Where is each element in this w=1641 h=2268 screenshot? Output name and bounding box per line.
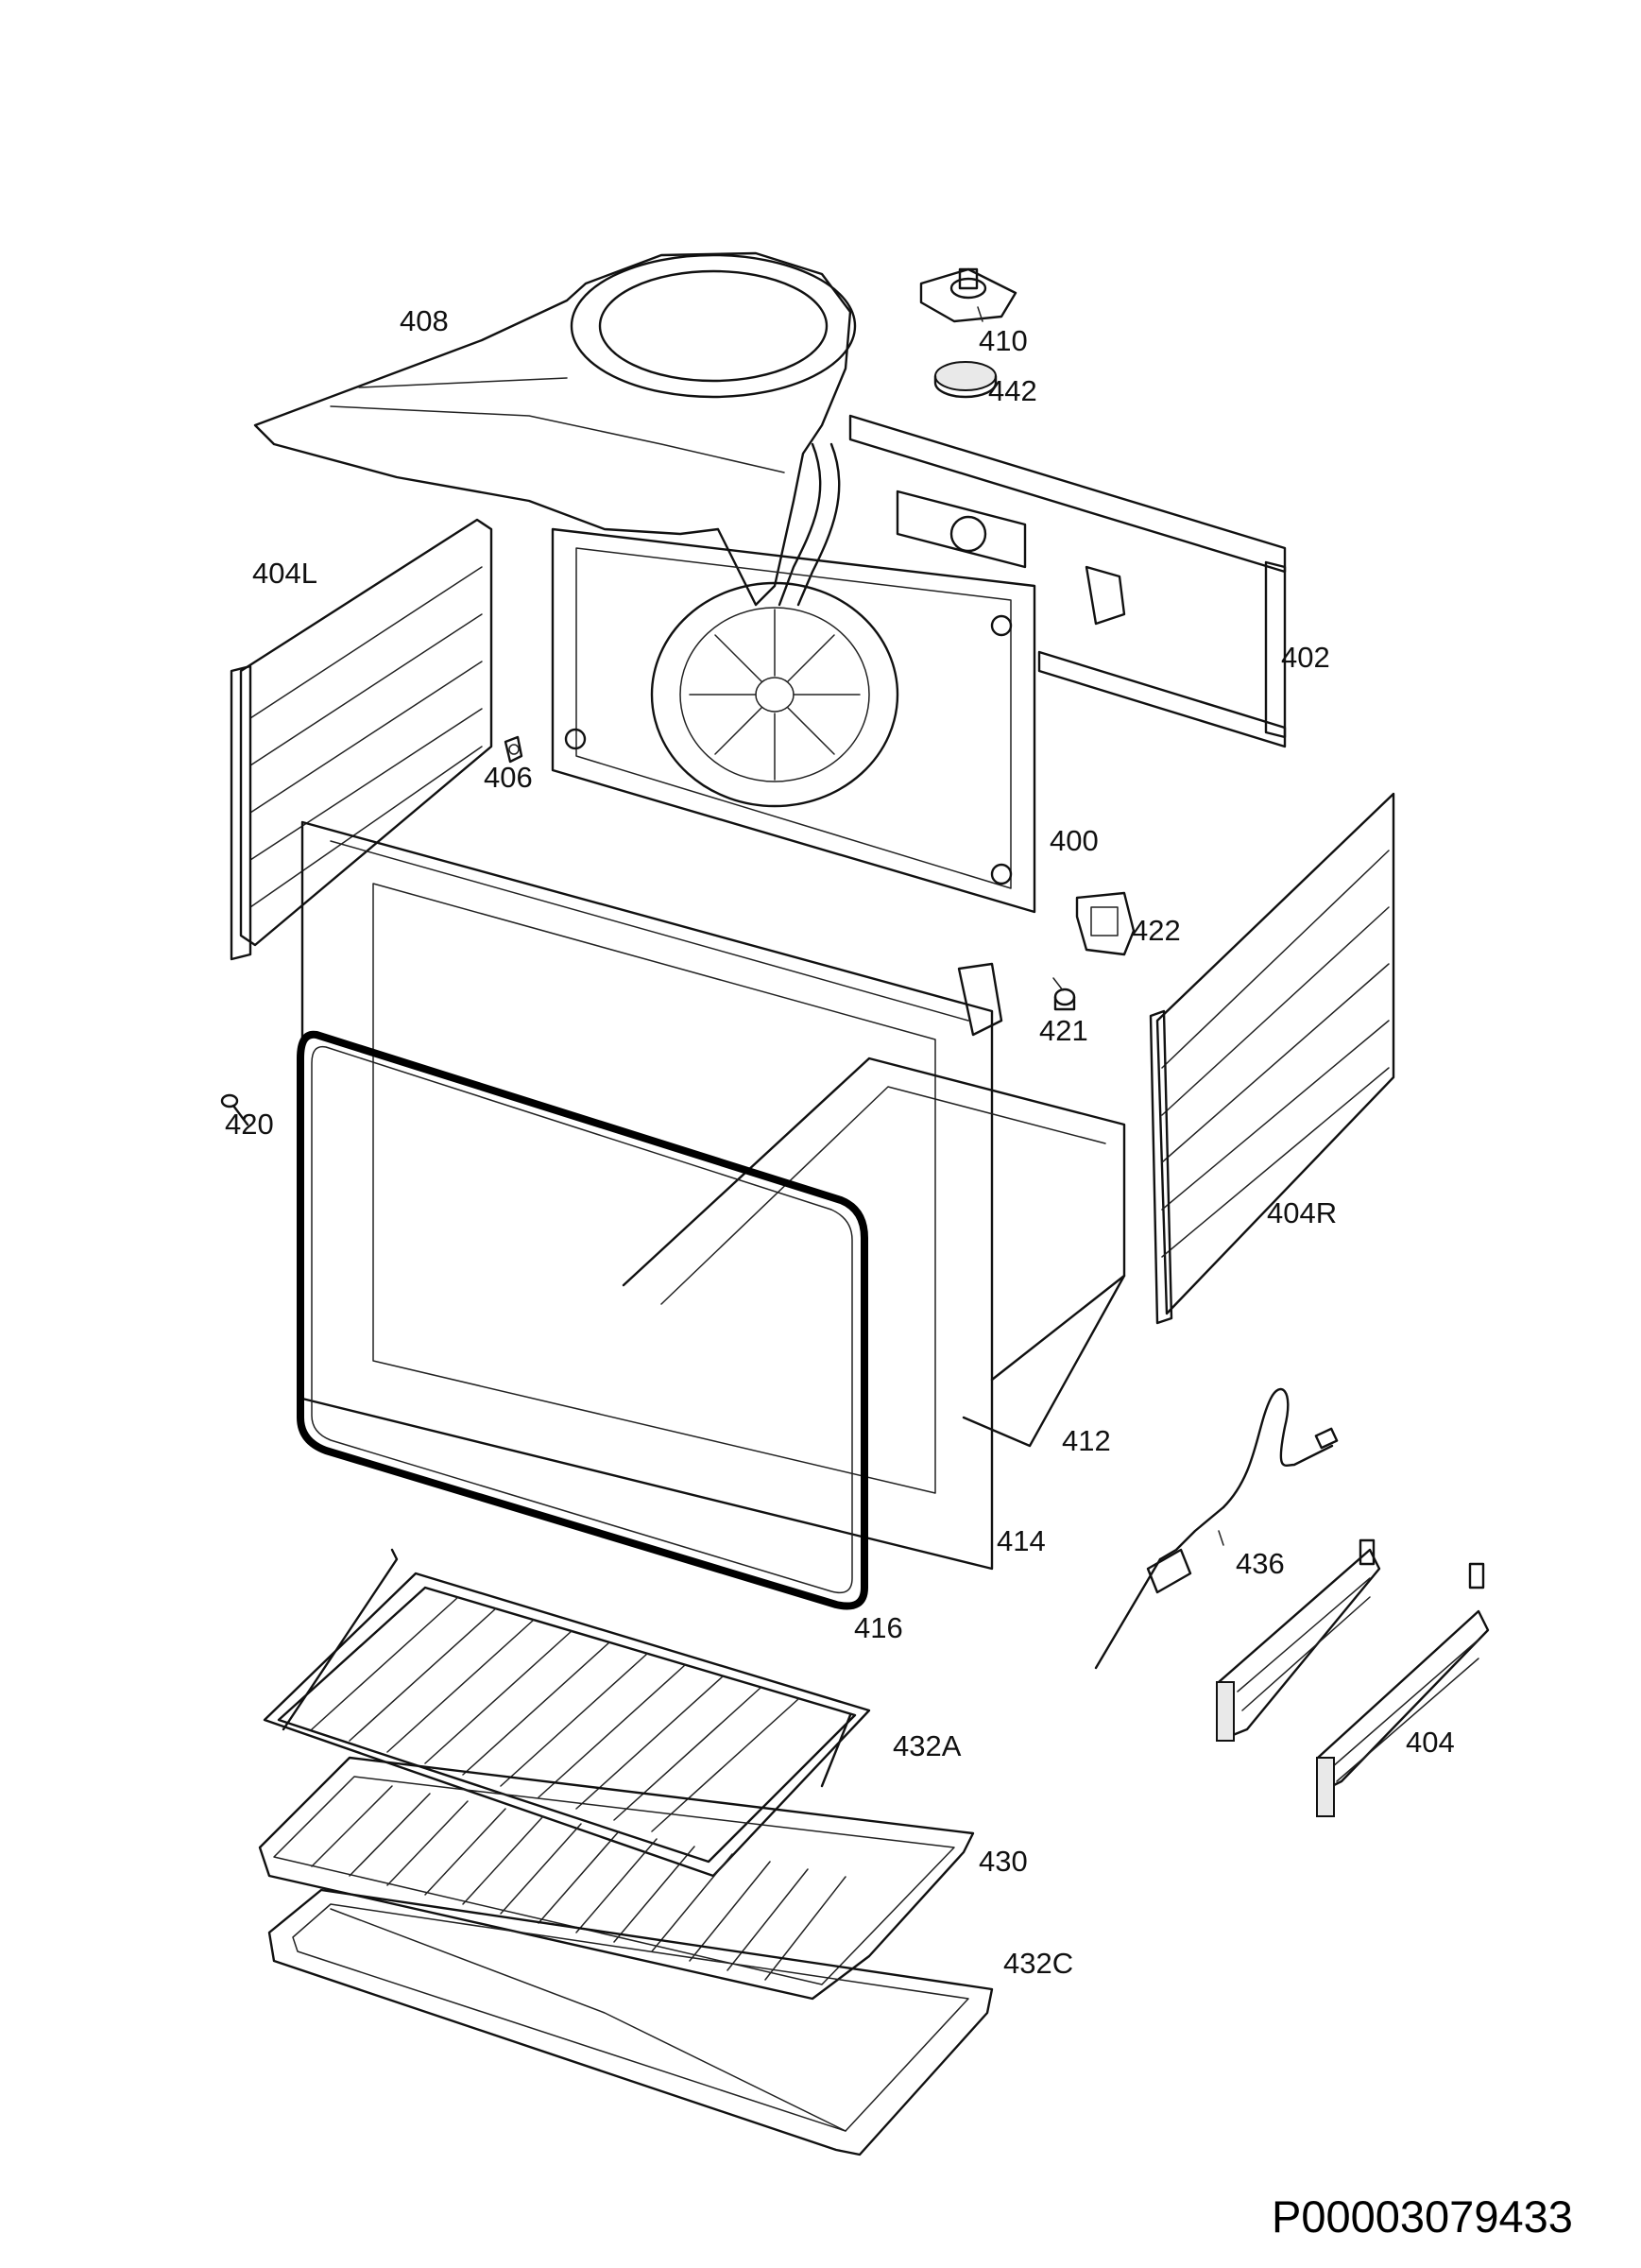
label-442: 442 (988, 374, 1037, 407)
part-436-meat-probe (1094, 1387, 1339, 1670)
part-422-connector (1075, 891, 1136, 956)
part-432C-baking-tray (267, 1888, 994, 2156)
part-430-grid-rack (258, 1756, 975, 2001)
label-402: 402 (1281, 641, 1330, 674)
part-414-door-frame (300, 820, 1003, 1571)
label-416: 416 (854, 1611, 903, 1644)
label-408: 408 (400, 304, 449, 337)
part-406-clip (504, 735, 523, 764)
part-421-screw (1053, 988, 1076, 1011)
leader-lines (977, 306, 1224, 1546)
label-421: 421 (1039, 1014, 1088, 1047)
part-416-door-seal (297, 1030, 868, 1610)
label-412: 412 (1062, 1424, 1111, 1457)
label-406: 406 (484, 761, 533, 794)
label-436: 436 (1236, 1547, 1285, 1580)
label-404L: 404L (252, 557, 317, 590)
label-420: 420 (225, 1108, 274, 1141)
part-404L-left-shelf-support (230, 518, 493, 961)
label-414: 414 (997, 1524, 1046, 1557)
label-400: 400 (1050, 824, 1099, 857)
part-420-screw (220, 1093, 249, 1126)
part-442-lamp-glass (933, 361, 998, 399)
part-408-fan-cover (253, 251, 857, 607)
part-404-telescopic-runners (1216, 1538, 1490, 1817)
document-code: P00003079433 (1272, 2191, 1573, 2242)
label-410: 410 (979, 324, 1028, 357)
label-404: 404 (1406, 1726, 1455, 1759)
part-412-inner-frame (622, 1057, 1126, 1448)
part-400-back-panel (551, 527, 1036, 914)
label-432A: 432A (893, 1729, 962, 1762)
part-402-rear-rail (848, 414, 1287, 748)
label-422: 422 (1132, 914, 1181, 947)
label-404R: 404R (1267, 1196, 1338, 1229)
label-432C: 432C (1003, 1947, 1074, 1980)
part-432A-wire-shelf (263, 1548, 871, 1878)
label-430: 430 (979, 1845, 1028, 1878)
part-404R-right-shelf-support (1149, 792, 1395, 1325)
part-410-lamp-holder (919, 267, 1017, 323)
